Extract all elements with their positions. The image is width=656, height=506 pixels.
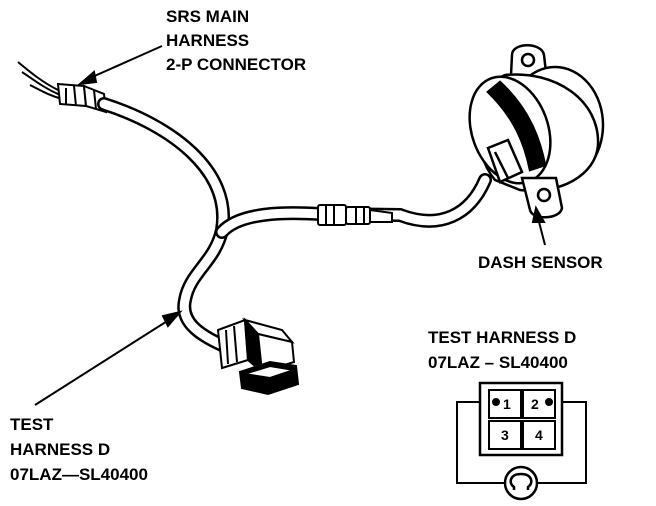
pin-face-schematic [456, 381, 587, 484]
test-harness-d-connector [216, 317, 300, 396]
ohm-meter-icon [503, 465, 539, 501]
label-srs-connector: SRS MAIN HARNESS 2-P CONNECTOR [166, 7, 306, 74]
schematic-title-line1: TEST HARNESS D [428, 328, 576, 347]
srs-input-wires [17, 61, 63, 100]
label-dash-sensor: DASH SENSOR [478, 253, 603, 272]
label-test-line2: HARNESS D [10, 440, 110, 459]
label-schematic-title: TEST HARNESS D 07LAZ – SL40400 [428, 328, 576, 372]
pin-4-label: 4 [535, 427, 543, 443]
pin-3-label: 3 [501, 427, 509, 443]
pin-2-label: 2 [531, 396, 539, 412]
label-test-line3: 07LAZ—SL40400 [10, 465, 148, 484]
label-srs-line2: HARNESS [166, 31, 249, 50]
schematic-title-line2: 07LAZ – SL40400 [428, 353, 568, 372]
label-srs-line1: SRS MAIN [166, 7, 249, 26]
pin-1-label: 1 [503, 396, 511, 412]
label-srs-line3: 2-P CONNECTOR [166, 55, 306, 74]
inline-connector [317, 204, 393, 226]
label-test-harness: TEST HARNESS D 07LAZ—SL40400 [10, 415, 148, 484]
pin-labels: 1 2 3 4 [501, 396, 543, 443]
harness-cable [97, 97, 492, 352]
label-test-line1: TEST [10, 415, 54, 434]
leader-lines [34, 45, 546, 406]
dash-sensor [468, 44, 605, 219]
